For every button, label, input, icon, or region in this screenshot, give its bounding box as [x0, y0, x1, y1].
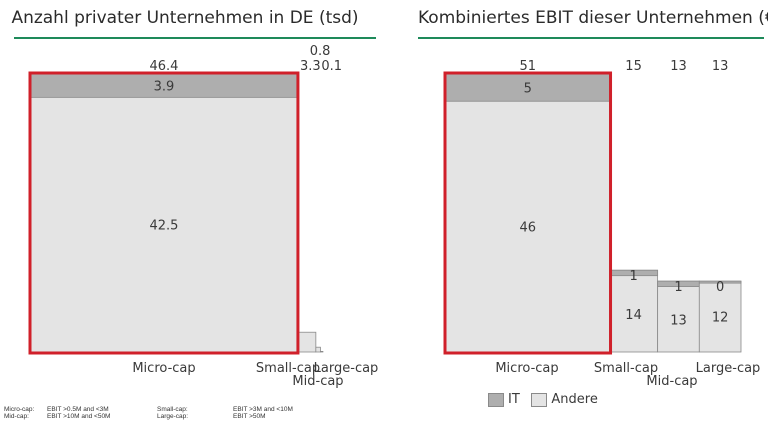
category-label: Mid-cap [646, 374, 697, 389]
footnote-value: EBIT >0.5M and <3M [47, 406, 109, 413]
data-label-andere: 14 [625, 308, 642, 323]
right-title-rule [418, 37, 764, 39]
total-label: 3.3 [300, 59, 321, 74]
bar-segment-andere [609, 269, 659, 353]
bar-segment-it [698, 280, 742, 284]
category-label: Small-cap [594, 361, 658, 376]
bar-segment-andere [657, 280, 700, 353]
total-label: 0.8 [310, 44, 331, 59]
footnote: Micro-cap: EBIT >0.5M and <3M Small-cap:… [4, 406, 404, 420]
left-title-rule [14, 37, 376, 39]
footnote-value: EBIT >50M [233, 413, 266, 420]
footnote-key: Micro-cap: [4, 406, 35, 413]
total-label: 0.1 [321, 59, 342, 74]
total-label: 13 [670, 59, 687, 74]
footnote-value: EBIT >10M and <50M [47, 413, 111, 420]
data-label-andere: 12 [712, 311, 729, 326]
data-label-it: 0 [716, 280, 724, 295]
data-label-andere: 42.5 [149, 219, 178, 234]
highlight-box-micro-cap [28, 71, 300, 355]
legend-swatch-andere [531, 392, 548, 407]
total-label: 15 [625, 59, 642, 74]
data-label-andere: 13 [670, 313, 687, 328]
data-label-andere: 46 [519, 221, 536, 236]
total-label: 13 [712, 59, 729, 74]
data-label-it: 1 [674, 280, 682, 295]
right-chart-title: Kombiniertes EBIT dieser Unternehmen (€M… [418, 8, 768, 28]
category-label: Large-cap [696, 361, 761, 376]
footnote-key: Large-cap: [157, 413, 189, 420]
category-label: Micro-cap [495, 361, 558, 376]
footnote-key: Small-cap: [157, 406, 188, 413]
left-chart-title: Anzahl privater Unternehmen in DE (tsd) [11, 8, 359, 28]
category-label: Micro-cap [132, 361, 195, 376]
data-label-it: 3.9 [154, 80, 175, 95]
footnote-key: Mid-cap: [4, 413, 29, 420]
total-label: 46.4 [149, 59, 178, 74]
footnote-row: Micro-cap: EBIT >0.5M and <3M Small-cap:… [4, 406, 404, 413]
bar-segment-andere [320, 351, 324, 353]
category-label: Large-cap [314, 361, 379, 376]
bar-segment-it [445, 73, 610, 102]
data-label-it: 5 [524, 82, 532, 97]
bar-segment-andere [315, 346, 321, 353]
legend: IT Andere [488, 391, 606, 407]
footnote-row: Mid-cap: EBIT >10M and <50M Large-cap: E… [4, 413, 404, 420]
footnote-value: EBIT >3M and <10M [233, 406, 293, 413]
total-label: 51 [519, 59, 536, 74]
data-label-it: 1 [629, 269, 637, 284]
legend-label-it: IT [508, 392, 520, 408]
bar-segment-andere [30, 73, 298, 353]
bar-segment-andere [445, 73, 610, 353]
category-label: Small-cap [256, 361, 320, 376]
legend-label-andere: Andere [551, 392, 598, 408]
legend-swatch-it [488, 392, 504, 407]
bar-segment-andere [296, 331, 317, 353]
highlight-box-micro-cap [443, 71, 613, 355]
bar-segment-andere [698, 280, 742, 353]
category-label: Mid-cap [292, 374, 343, 389]
